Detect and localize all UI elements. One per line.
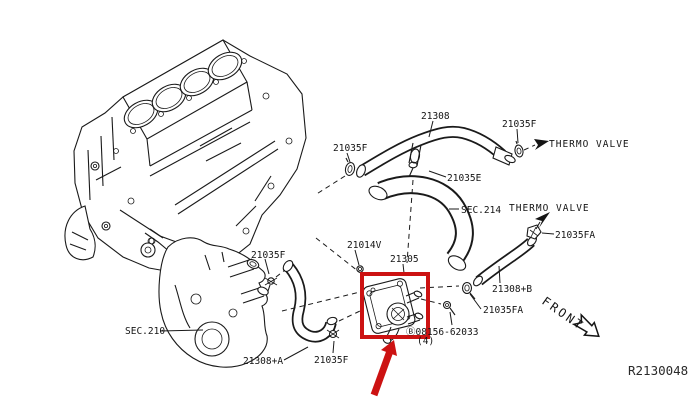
part-label-21308b: 21308+B — [492, 284, 532, 295]
hose-sec214 — [368, 175, 474, 271]
water-pump-drawing — [144, 228, 269, 368]
clamp-21035FA-lower — [461, 281, 476, 300]
engine-block-drawing — [64, 39, 307, 274]
hose-21308A — [282, 260, 338, 343]
oring-21014V — [356, 265, 364, 273]
thermo-valve-fitting-lower — [526, 212, 550, 240]
section-label-sec214: SEC.214 — [461, 205, 501, 216]
part-label-21014v: 21014V — [347, 240, 382, 251]
highlight-box — [360, 272, 430, 339]
section-label-sec210: SEC.210 — [125, 326, 165, 337]
part-label-bolt-qty: (4) — [417, 336, 434, 347]
bolt-08156 — [442, 300, 456, 316]
hose-21308B — [473, 235, 537, 287]
assembly-dashed-lines — [275, 144, 536, 322]
thermo-valve-fitting-upper — [534, 139, 549, 150]
clamp-21035F-bottom — [326, 321, 340, 339]
part-label-21035f-top-left: 21035F — [333, 143, 368, 154]
highlight-arrow-shaft — [370, 349, 394, 397]
part-label-21035fa-upper: 21035FA — [555, 230, 595, 241]
part-labels: 21035F 21308 21035E SEC.214 21035F THERM… — [125, 111, 688, 378]
note-label-thermo-valve-lower: THERMO VALVE — [509, 203, 590, 214]
part-label-21035f-top-right: 21035F — [502, 119, 537, 130]
part-label-21035fa-lower: 21035FA — [483, 305, 523, 316]
front-direction-arrow — [571, 312, 600, 338]
part-label-21035f-bottom: 21035F — [314, 355, 349, 366]
highlight-arrow-head — [381, 340, 397, 356]
leader-lines — [159, 120, 555, 361]
cylinder-bores — [123, 51, 243, 129]
part-label-21035f-pump: 21035F — [251, 250, 286, 261]
clamp-21035F-top-right — [514, 140, 524, 158]
front-label: FRONT — [539, 294, 587, 333]
bolt-labels: Ⓑ08156-62033 (4) — [406, 327, 478, 347]
note-label-thermo-valve-upper: THERMO VALVE — [549, 139, 630, 150]
part-label-21308: 21308 — [421, 111, 450, 122]
clamp-21035F-pump — [264, 277, 278, 292]
part-label-21305: 21305 — [390, 254, 419, 265]
diagram-reference-code: R2130048 — [628, 363, 688, 378]
clamp-21035F-top-left — [344, 157, 356, 176]
hose-21308-upper — [356, 125, 516, 178]
part-label-21035e: 21035E — [447, 173, 482, 184]
highlight-group — [360, 272, 430, 397]
oil-cooler-drawing — [362, 278, 424, 344]
part-label-bolt: Ⓑ08156-62033 — [406, 327, 478, 338]
part-label-21308a: 21308+A — [243, 356, 283, 367]
